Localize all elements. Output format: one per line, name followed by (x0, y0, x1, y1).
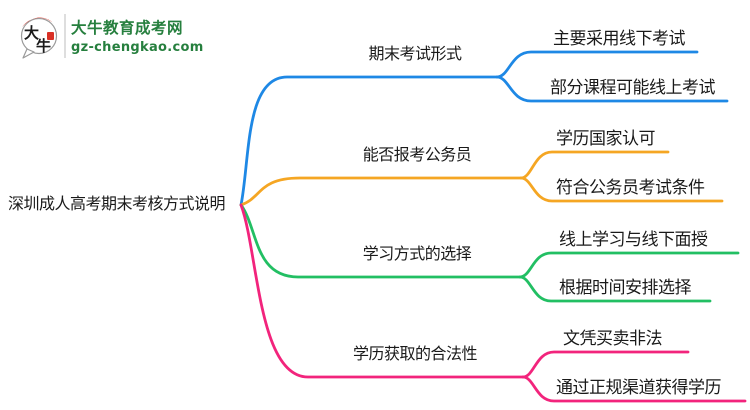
leaf-line-formal-channels (521, 375, 747, 403)
leaf-line-state-recognized (519, 150, 670, 180)
leaf-line-diploma-trade-illegal (521, 350, 690, 379)
branch-label-study-mode: 学习方式的选择 (362, 244, 472, 263)
leaf-node-offline-exam: 主要采用线下考试 (553, 29, 686, 49)
leaf-line-online-exam (495, 75, 729, 103)
branch-label-exam-format: 期末考试形式 (368, 44, 462, 63)
leaf-line-exam-eligible (519, 176, 724, 203)
leaf-node-formal-channels: 通过正规渠道获得学历 (556, 378, 722, 398)
daniu-logo-icon: 大 牛 大牛教育成考网 gz-chengkao.com (20, 14, 204, 59)
leaf-line-schedule-choice (518, 275, 712, 303)
leaf-node-exam-eligible: 符合公务员考试条件 (556, 178, 705, 198)
leaf-node-state-recognized: 学历国家认可 (556, 129, 656, 149)
branch-curve-diploma-legality (239, 203, 525, 379)
leaf-node-online-exam: 部分课程可能线上考试 (550, 78, 716, 98)
branch-label-civil-servant: 能否报考公务员 (362, 145, 472, 164)
leaf-node-schedule-choice: 根据时间安排选择 (559, 278, 692, 298)
logo-char-niu: 牛 (36, 37, 51, 55)
logo-title: 大牛教育成考网 (71, 18, 183, 37)
branch-label-diploma-legality: 学历获取的合法性 (352, 344, 478, 363)
site-logo[interactable]: 大 牛 大牛教育成考网 gz-chengkao.com (14, 8, 214, 66)
branch-curve-civil-servant (239, 176, 523, 207)
branch-curve-exam-format (239, 75, 499, 207)
leaf-line-online-offline-study (518, 251, 740, 279)
leaf-line-offline-exam (495, 50, 699, 79)
logo-char-da: 大 (24, 24, 39, 42)
leaf-node-online-offline-study: 线上学习与线下面授 (559, 230, 708, 250)
leaf-node-diploma-trade-illegal: 文凭买卖非法 (563, 329, 663, 349)
logo-seal (47, 32, 54, 40)
logo-url[interactable]: gz-chengkao.com (71, 40, 204, 55)
branch-curve-study-mode (239, 203, 522, 279)
root-node: 深圳成人高考期末考核方式说明 (8, 194, 226, 213)
